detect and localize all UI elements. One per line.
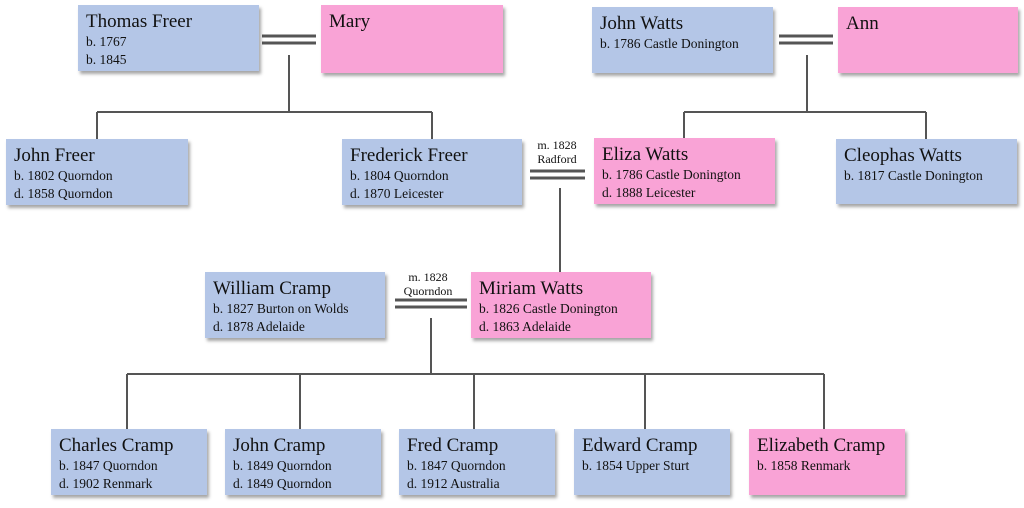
- person-name: John Cramp: [233, 435, 326, 456]
- person-name: Eliza Watts: [602, 144, 689, 165]
- person-john-freer: John Freer b. 1802 Quorndon d. 1858 Quor…: [6, 139, 188, 205]
- marriage-note-cramp-watts: m. 1828 Quorndon: [393, 270, 463, 298]
- marriage-place: Quorndon: [403, 284, 453, 298]
- person-birth: b. 1849 Quorndon: [233, 458, 332, 473]
- person-john-watts: John Watts b. 1786 Castle Donington: [592, 7, 773, 73]
- marriage-note-freer-watts: m. 1828 Radford: [522, 138, 592, 166]
- person-name: Fred Cramp: [407, 435, 499, 456]
- person-mary: Mary: [321, 5, 503, 73]
- person-death: d. 1912 Australia: [407, 476, 500, 491]
- person-elizabeth-cramp: Elizabeth Cramp b. 1858 Renmark: [749, 429, 905, 495]
- person-death: d. 1858 Quorndon: [14, 186, 113, 201]
- person-birth: b. 1854 Upper Sturt: [582, 458, 690, 473]
- person-name: John Watts: [600, 13, 684, 34]
- person-john-cramp: John Cramp b. 1849 Quorndon d. 1849 Quor…: [225, 429, 381, 495]
- person-name: Miriam Watts: [479, 278, 584, 299]
- person-charles-cramp: Charles Cramp b. 1847 Quorndon d. 1902 R…: [51, 429, 207, 495]
- person-birth: b. 1847 Quorndon: [59, 458, 158, 473]
- person-birth: b. 1786 Castle Donington: [600, 36, 739, 51]
- person-thomas-freer: Thomas Freer b. 1767 b. 1845: [78, 5, 259, 71]
- person-frederick-freer: Frederick Freer b. 1804 Quorndon d. 1870…: [342, 139, 522, 205]
- person-birth: b. 1786 Castle Donington: [602, 167, 741, 182]
- person-name: Elizabeth Cramp: [757, 435, 886, 456]
- person-cleophas-watts: Cleophas Watts b. 1817 Castle Donington: [836, 139, 1017, 204]
- person-birth: b. 1804 Quorndon: [350, 168, 449, 183]
- person-birth: b. 1858 Renmark: [757, 458, 851, 473]
- person-birth: b. 1802 Quorndon: [14, 168, 113, 183]
- person-eliza-watts: Eliza Watts b. 1786 Castle Donington d. …: [594, 138, 775, 204]
- person-death: d. 1863 Adelaide: [479, 319, 571, 334]
- person-birth: b. 1847 Quorndon: [407, 458, 506, 473]
- person-ann: Ann: [838, 7, 1018, 73]
- person-name: Frederick Freer: [350, 145, 468, 166]
- marriage-year: m. 1828: [408, 270, 448, 284]
- person-death: d. 1849 Quorndon: [233, 476, 332, 491]
- person-birth: b. 1826 Castle Donington: [479, 301, 618, 316]
- person-birth: b. 1817 Castle Donington: [844, 168, 983, 183]
- person-name: Cleophas Watts: [844, 145, 962, 166]
- person-miriam-watts: Miriam Watts b. 1826 Castle Donington d.…: [471, 272, 651, 338]
- person-fred-cramp: Fred Cramp b. 1847 Quorndon d. 1912 Aust…: [399, 429, 555, 495]
- person-edward-cramp: Edward Cramp b. 1854 Upper Sturt: [574, 429, 730, 495]
- person-birth: b. 1767: [86, 34, 127, 49]
- person-name: Edward Cramp: [582, 435, 698, 456]
- person-death: d. 1870 Leicester: [350, 186, 444, 201]
- marriage-year: m. 1828: [537, 138, 577, 152]
- person-name: Ann: [846, 13, 879, 34]
- person-death: d. 1888 Leicester: [602, 185, 696, 200]
- person-name: John Freer: [14, 145, 95, 166]
- person-death: d. 1902 Renmark: [59, 476, 153, 491]
- person-name: Charles Cramp: [59, 435, 174, 456]
- person-birth: b. 1827 Burton on Wolds: [213, 301, 349, 316]
- person-name: Mary: [329, 11, 371, 32]
- person-name: William Cramp: [213, 278, 331, 299]
- person-william-cramp: William Cramp b. 1827 Burton on Wolds d.…: [205, 272, 385, 338]
- person-death: d. 1878 Adelaide: [213, 319, 305, 334]
- person-detail: b. 1845: [86, 52, 127, 67]
- person-name: Thomas Freer: [86, 11, 193, 32]
- marriage-place: Radford: [537, 152, 577, 166]
